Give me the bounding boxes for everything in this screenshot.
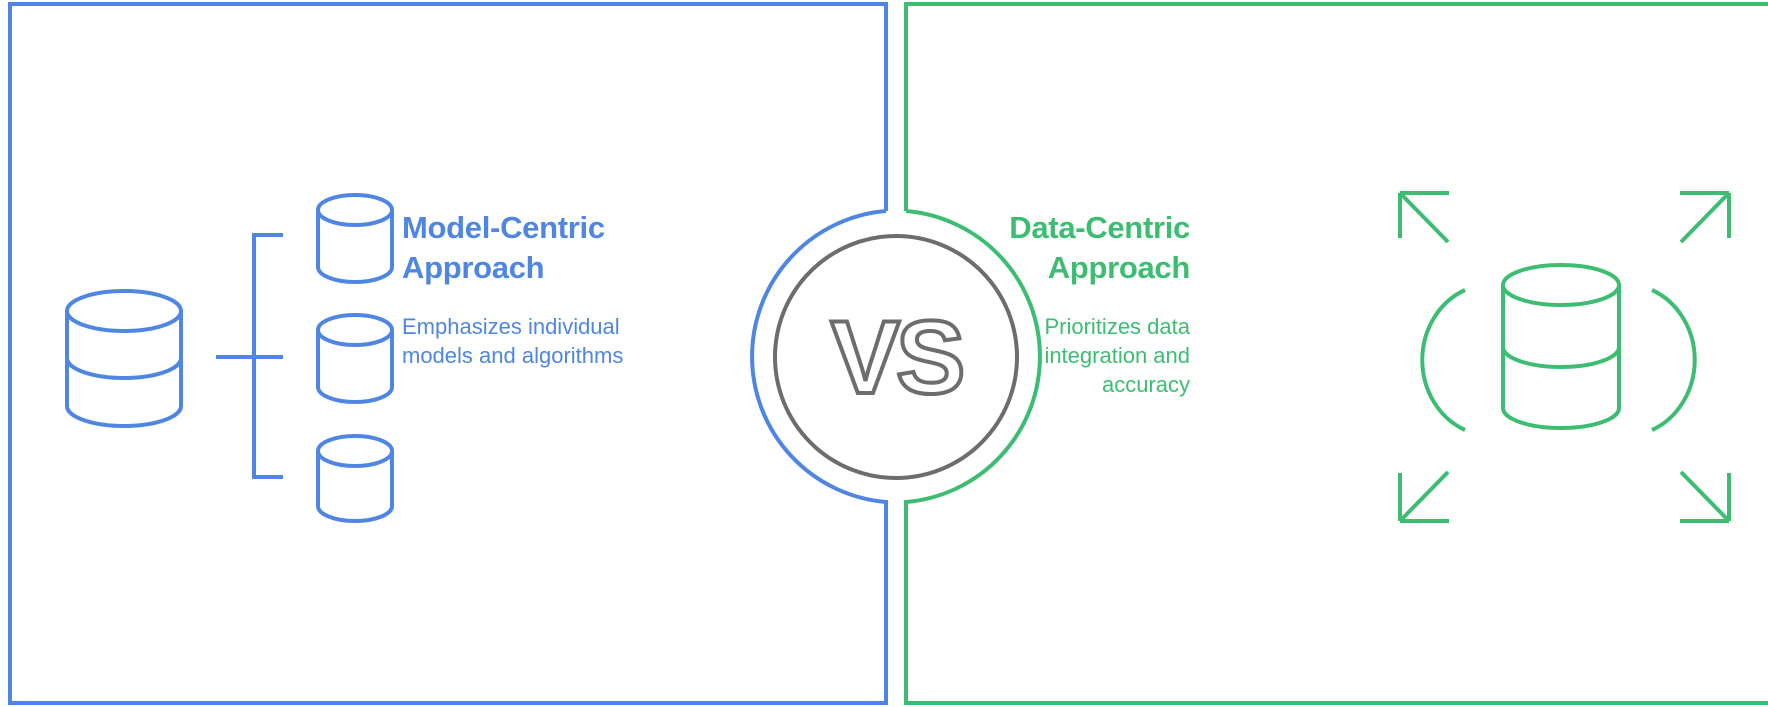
cylinder-icon — [316, 434, 394, 523]
arc-icon — [1420, 288, 1466, 432]
expand-arrow-icon — [1398, 191, 1450, 244]
model-centric-description: Emphasizes individual models and algorit… — [402, 314, 624, 368]
cylinder-icon — [316, 313, 394, 404]
database-icon — [65, 289, 183, 428]
model-centric-title: Model-Centric Approach — [402, 210, 605, 285]
arc-icon — [1651, 288, 1697, 432]
cylinder-icon — [316, 193, 394, 284]
data-centric-title: Data-Centric Approach — [1009, 210, 1190, 285]
vs-circle — [773, 234, 1019, 480]
database-icon — [1501, 263, 1621, 430]
bracket-connector-icon — [216, 233, 283, 479]
model-centric-panel — [8, 2, 888, 705]
expand-arrow-icon — [1398, 470, 1450, 523]
data-centric-panel — [904, 2, 1768, 705]
data-centric-description: Prioritizes data integration and accurac… — [1044, 314, 1190, 397]
expand-arrow-icon — [1679, 470, 1731, 523]
expand-arrow-icon — [1679, 191, 1731, 244]
vs-label: VS — [831, 300, 962, 416]
